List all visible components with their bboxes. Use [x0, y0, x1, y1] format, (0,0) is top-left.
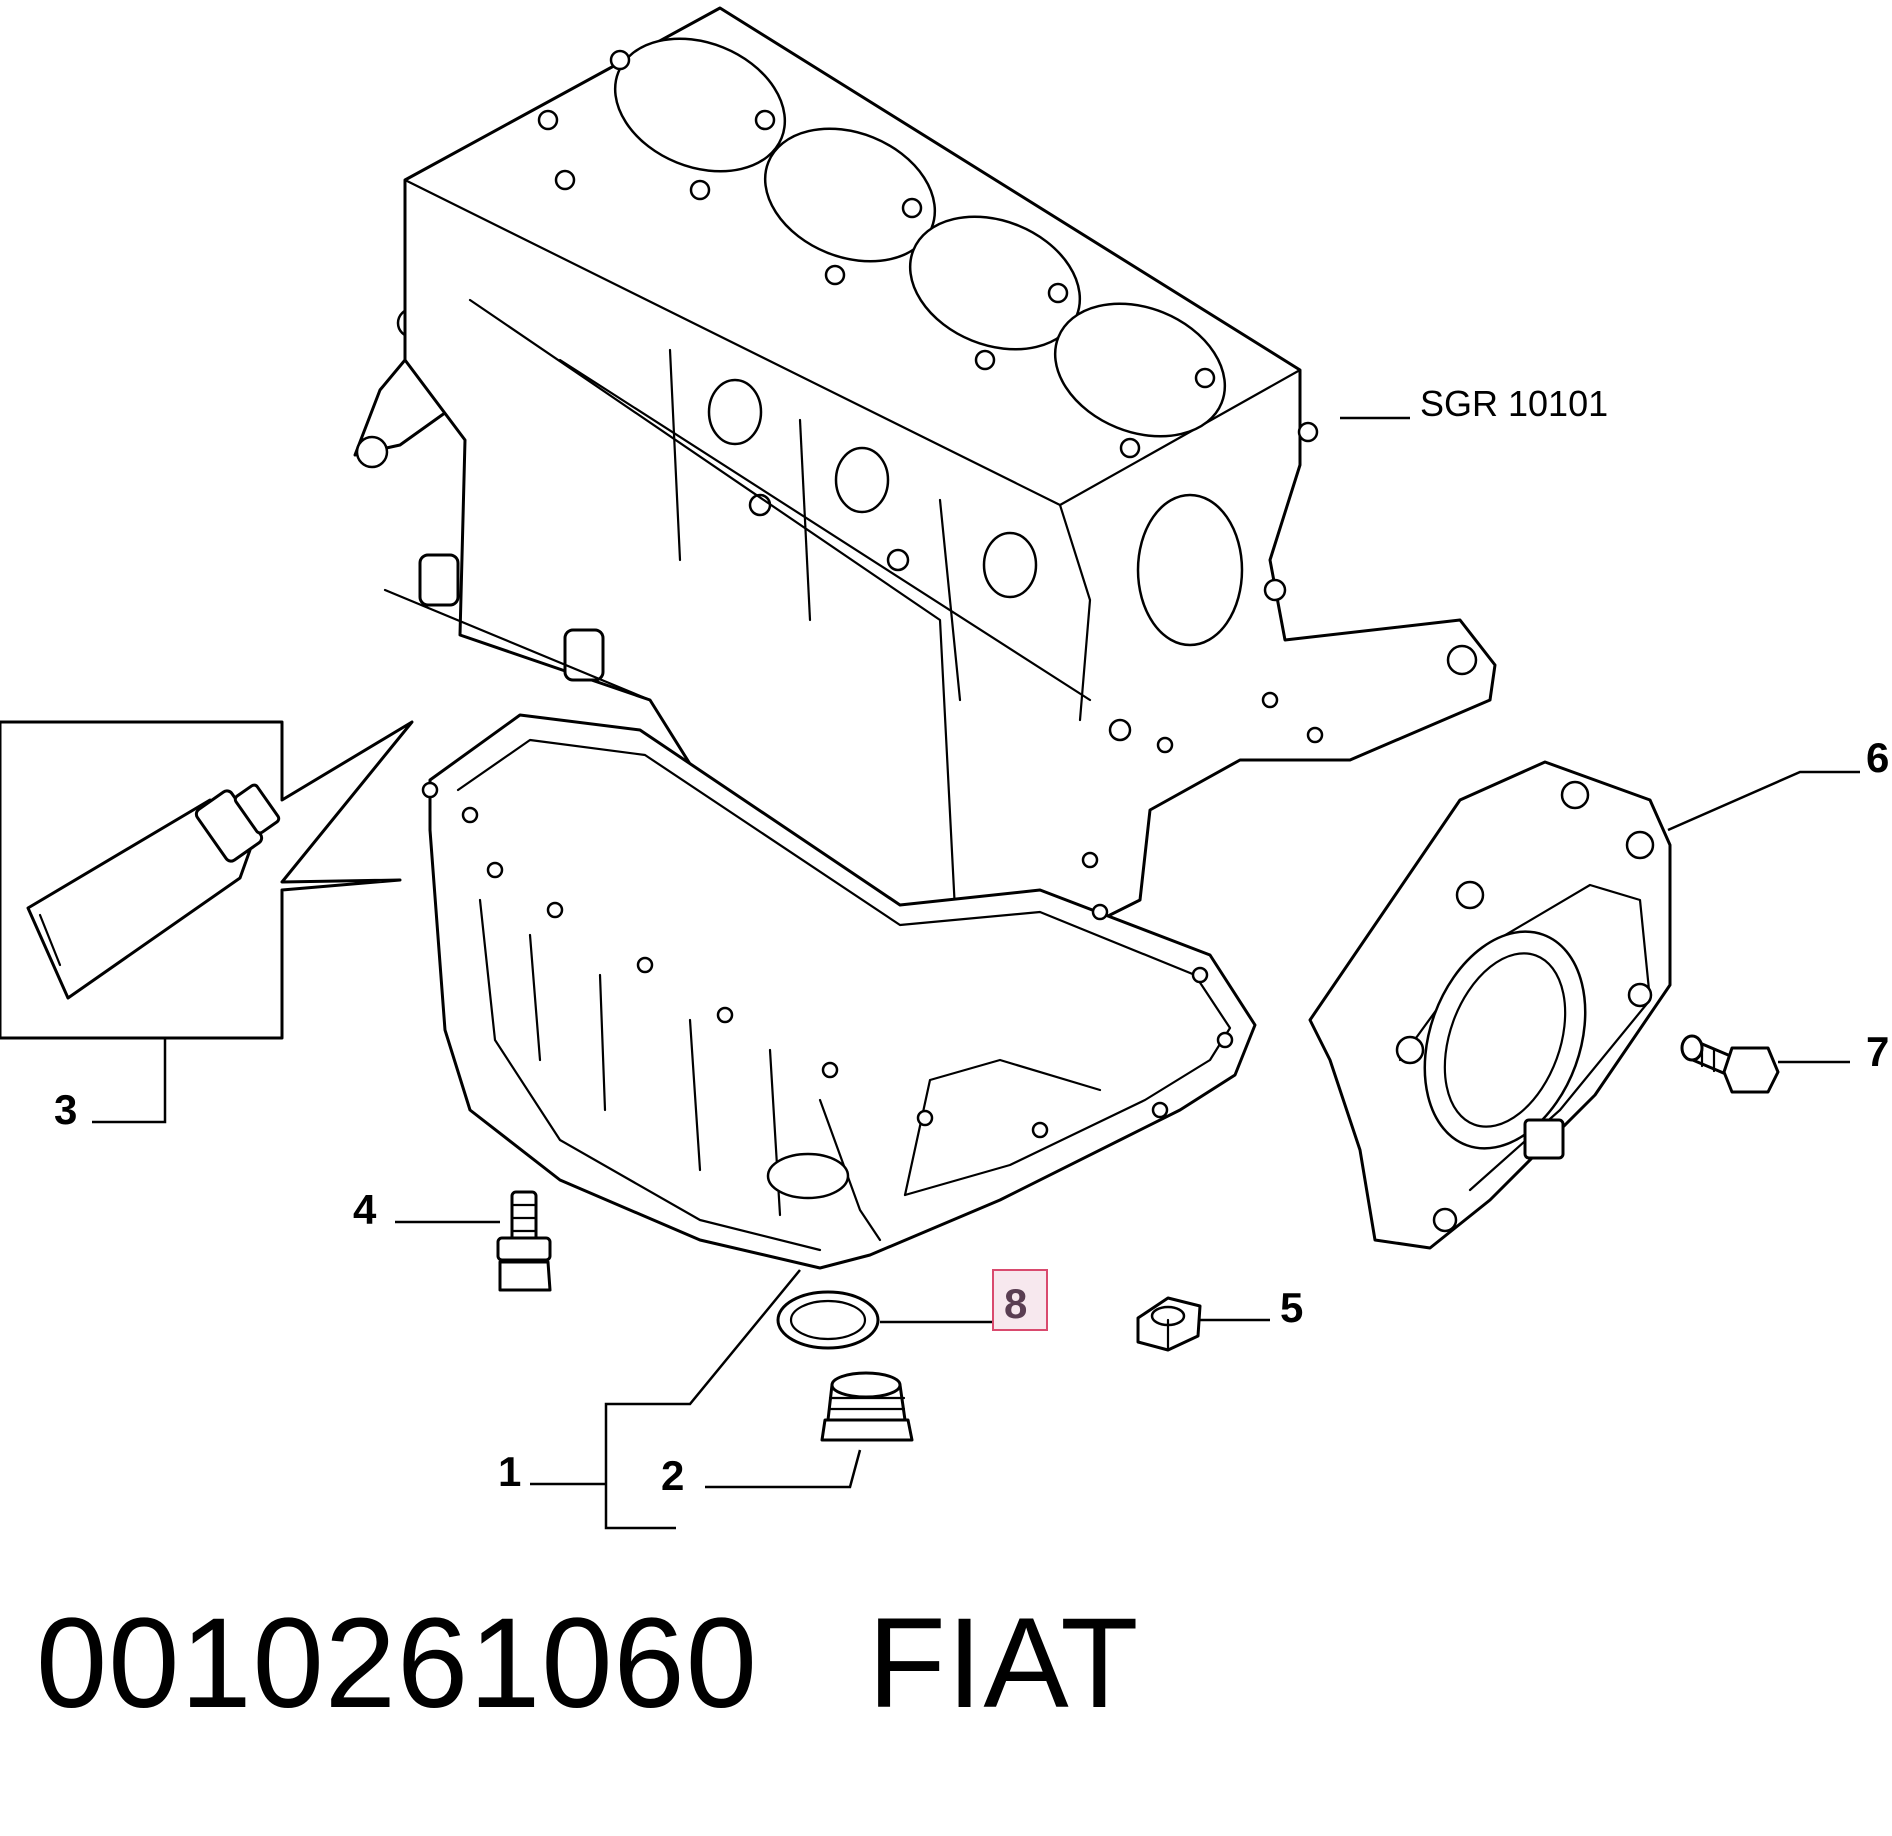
hex-bolt: [1680, 1034, 1780, 1094]
callout-8: 8: [1004, 1280, 1027, 1327]
rear-seal-cover: [1308, 760, 1672, 1250]
hex-nut: [1136, 1296, 1202, 1352]
callout-7: 7: [1866, 1028, 1889, 1075]
brand-name: FIAT: [867, 1592, 1140, 1735]
oil-pan: [421, 713, 1257, 1270]
sealant-tube: [0, 720, 414, 1040]
reference-label-sgr: SGR 10101: [1420, 383, 1608, 424]
callout-2: 2: [661, 1452, 684, 1499]
callout-1: 1: [498, 1448, 521, 1495]
callout-6: 6: [1866, 734, 1889, 781]
stud-bolt: [496, 1190, 552, 1292]
drain-plug-washer: [776, 1290, 880, 1350]
callouts: SGR 10101 1 2 3 4 5 6 7 8: [54, 383, 1889, 1499]
callout-4: 4: [353, 1186, 377, 1233]
callout-3: 3: [54, 1086, 77, 1133]
drain-plug: [820, 1371, 914, 1442]
deck-bolt-holes: [537, 49, 1319, 459]
engine-block: [353, 6, 1497, 1012]
callout-5: 5: [1280, 1284, 1303, 1331]
part-number: 0010261060: [36, 1592, 758, 1735]
part-number-caption: 0010261060 FIAT: [36, 1600, 1139, 1728]
callout-8-highlight: 8: [992, 1269, 1048, 1331]
leader-lines: [92, 416, 1860, 1530]
oil-pan-flange-holes: [421, 781, 1234, 1139]
